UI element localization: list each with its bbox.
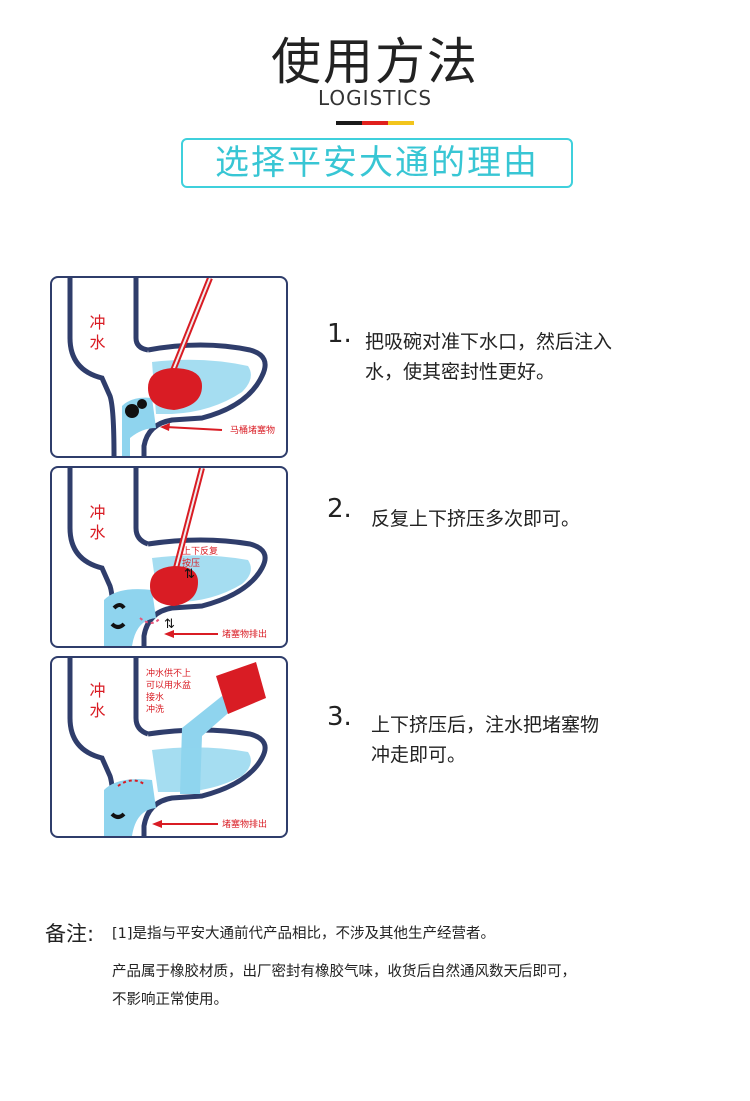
toilet-plunger-diagram-2: ⇅ ⇅ 冲水 上下反复 按压 堵塞物排出 <box>67 468 268 646</box>
step-3-text-line1: 上下挤压后，注水把堵塞物 <box>371 714 600 736</box>
tank-label: 冲水 <box>87 504 106 544</box>
step-2-text-line1: 反复上下挤压多次即可。 <box>371 508 581 530</box>
step-1-number: 1. <box>327 319 352 349</box>
note-line3: 不影响正常使用。 <box>112 992 228 1008</box>
note-line1: [1]是指与平安大通前代产品相比，不涉及其他生产经营者。 <box>112 926 496 942</box>
step-3-text-line2: 冲走即可。 <box>371 744 467 766</box>
pointer-label: 马桶堵塞物 <box>230 424 275 436</box>
flag-red-stripe <box>362 121 388 125</box>
tank-label: 冲水 <box>87 314 106 354</box>
svg-text:⇅: ⇅ <box>184 567 195 582</box>
page-subtitle: LOGISTICS <box>317 86 433 110</box>
svg-text:⇅: ⇅ <box>164 617 175 632</box>
action-label-line1: 上下反复 <box>182 545 218 557</box>
step-2-text: 反复上下挤压多次即可。 <box>371 504 681 534</box>
step-3-text: 上下挤压后，注水把堵塞物 冲走即可。 <box>371 710 681 770</box>
tank-label: 冲水 <box>87 682 106 722</box>
note-line2: 产品属于橡胶材质，出厂密封有橡胶气味，收货后自然通风数天后即可， <box>112 964 576 980</box>
step-1-text-line1: 把吸碗对准下水口，然后注入 <box>365 331 613 353</box>
step-3-illustration: 冲水 冲水供不上 可以用水盆 接水 冲洗 堵塞物排出 <box>50 656 288 838</box>
tip-line4: 冲洗 <box>146 703 164 715</box>
step-2-number: 2. <box>327 494 352 524</box>
step-1-illustration: 冲水 马桶堵塞物 <box>50 276 288 458</box>
step-1-text: 把吸碗对准下水口，然后注入 水，使其密封性更好。 <box>365 327 675 387</box>
reason-banner: 选择平安大通的理由 <box>181 138 573 188</box>
tip-line3: 接水 <box>146 691 164 703</box>
tip-line1: 冲水供不上 <box>146 667 191 679</box>
step-1-text-line2: 水，使其密封性更好。 <box>365 361 556 383</box>
flag-black-stripe <box>336 121 362 125</box>
flag-color-bar <box>336 121 414 125</box>
toilet-flush-diagram-3: 冲水 冲水供不上 可以用水盆 接水 冲洗 堵塞物排出 <box>67 658 268 836</box>
toilet-plunger-diagram-1: 冲水 马桶堵塞物 <box>67 278 275 456</box>
action-label-line2: 按压 <box>182 557 200 569</box>
tip-line2: 可以用水盆 <box>146 679 191 691</box>
step-3-number: 3. <box>327 702 352 732</box>
pointer-label: 堵塞物排出 <box>222 628 267 640</box>
flag-yellow-stripe <box>388 121 414 125</box>
notes-label: 备注: <box>45 922 95 946</box>
page-title: 使用方法 <box>271 33 479 91</box>
step-2-illustration: ⇅ ⇅ 冲水 上下反复 按压 堵塞物排出 <box>50 466 288 648</box>
pointer-label: 堵塞物排出 <box>222 818 267 830</box>
